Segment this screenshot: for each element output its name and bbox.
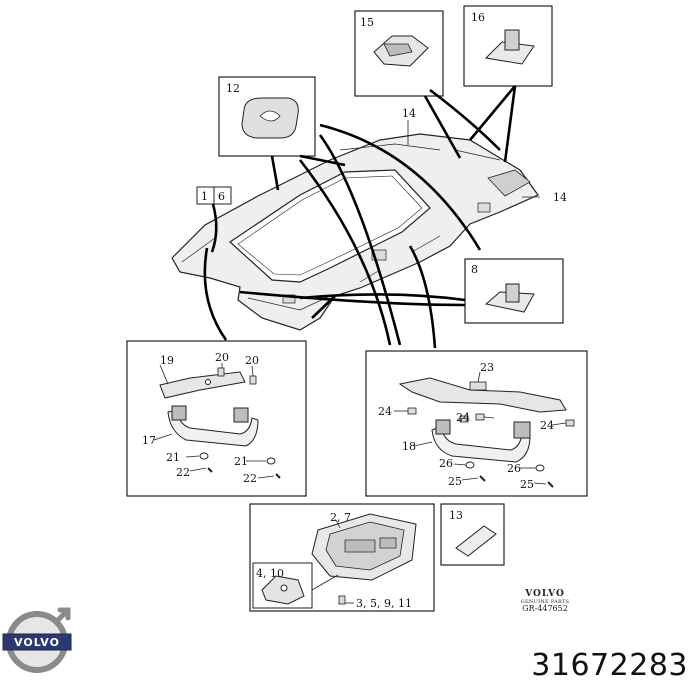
callout-box-right-handle (365, 350, 588, 497)
label-4-10: 4, 10 (256, 567, 284, 580)
label-20-a: 20 (215, 351, 229, 364)
callout-box-16 (463, 5, 553, 87)
label-6: 6 (218, 190, 225, 203)
label-17: 17 (142, 434, 156, 447)
brand-name: VOLVO (525, 589, 565, 599)
label-24-b: 24 (456, 411, 470, 424)
label-3-5-9-11: 3, 5, 9, 11 (356, 597, 412, 610)
label-14-top: 14 (402, 107, 416, 120)
label-22-b: 22 (243, 472, 257, 485)
label-25-b: 25 (520, 478, 534, 491)
volvo-logo-icon: VOLVO (2, 607, 72, 673)
label-23: 23 (480, 361, 494, 374)
callout-box-console (249, 503, 435, 612)
label-21-a: 21 (166, 451, 180, 464)
label-18: 18 (402, 440, 416, 453)
label-8: 8 (471, 263, 478, 276)
headliner-panel (171, 133, 539, 331)
callout-box-15 (354, 10, 444, 97)
callout-box-8 (464, 258, 564, 324)
logo-text: VOLVO (14, 636, 60, 649)
label-25-a: 25 (448, 475, 462, 488)
label-20-b: 20 (245, 354, 259, 367)
thin-leaders (407, 120, 540, 198)
label-15: 15 (360, 16, 374, 29)
label-16: 16 (471, 11, 485, 24)
label-26-a: 26 (439, 457, 453, 470)
volvo-genuine-parts-mark: VOLVO GENUINE PARTS GR-447652 (512, 589, 578, 614)
label-21-b: 21 (234, 455, 248, 468)
label-24-c: 24 (540, 419, 554, 432)
callout-box-13 (440, 503, 505, 566)
callout-box-left-handle (126, 340, 307, 497)
leader-lines (203, 85, 517, 349)
label-1: 1 (201, 190, 208, 203)
callout-box-12 (218, 76, 316, 157)
diagram-code: GR-447652 (522, 604, 568, 614)
label-24-a: 24 (378, 405, 392, 418)
label-19: 19 (160, 354, 174, 367)
callout-labels: 1 6 12 15 16 14 14 8 19 20 20 17 21 21 2… (142, 11, 567, 610)
part-number: 31672283 (531, 648, 688, 683)
label-26-b: 26 (507, 462, 521, 475)
label-13: 13 (449, 509, 463, 522)
brand-subtitle: GENUINE PARTS (520, 598, 570, 605)
label-12: 12 (226, 82, 240, 95)
label-22-a: 22 (176, 466, 190, 479)
label-14-right: 14 (553, 191, 567, 204)
label-2-7: 2, 7 (330, 511, 351, 524)
